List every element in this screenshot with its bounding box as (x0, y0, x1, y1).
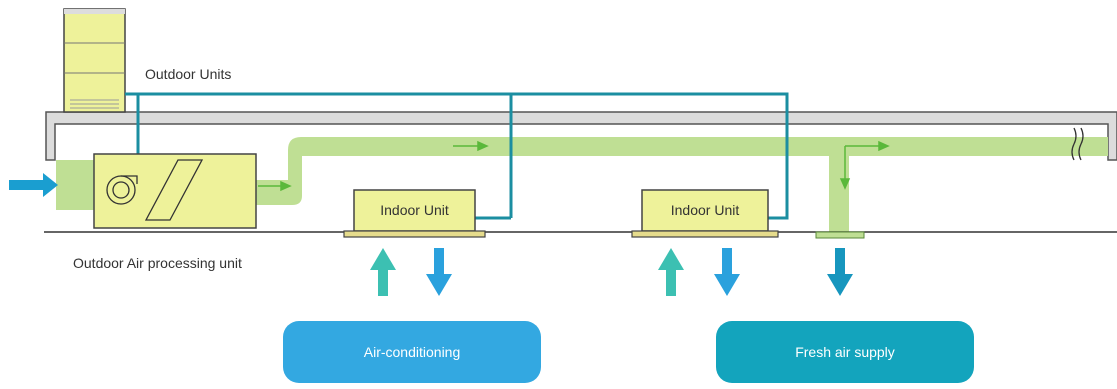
indoor-unit-2 (631, 189, 779, 238)
fan-icon (106, 175, 138, 205)
ceiling-slab (45, 111, 1117, 161)
supply-air-arrow-2 (714, 248, 740, 296)
outdoor-air-processing-unit-label: Outdoor Air processing unit (73, 255, 242, 271)
inlet-duct (56, 160, 94, 210)
indoor-unit-2-label: Indoor Unit (670, 202, 740, 218)
fresh-air-arrow (827, 248, 853, 296)
duct-network (56, 137, 1108, 232)
filter-icon (144, 159, 204, 221)
outdoor-units-label: Outdoor Units (145, 66, 232, 82)
supply-air-arrow-1 (426, 248, 452, 296)
refrigerant-piping (125, 92, 789, 220)
fresh-air-supply-button[interactable]: Fresh air supply (716, 321, 974, 383)
duct-flow-arrows (258, 140, 890, 192)
outdoor-unit (63, 8, 126, 113)
outdoor-air-processing-unit (93, 153, 257, 229)
diffuser (815, 231, 865, 239)
air-conditioning-button[interactable]: Air-conditioning (283, 321, 541, 383)
supply-duct (255, 137, 1108, 205)
indoor-unit-1-label: Indoor Unit (380, 202, 449, 218)
drop-duct (829, 156, 849, 232)
break-mark-icon (1071, 127, 1084, 161)
indoor-unit-1 (343, 189, 486, 238)
inlet-arrow (9, 173, 58, 197)
return-air-arrow-1 (370, 248, 396, 296)
return-air-arrow-2 (658, 248, 684, 296)
